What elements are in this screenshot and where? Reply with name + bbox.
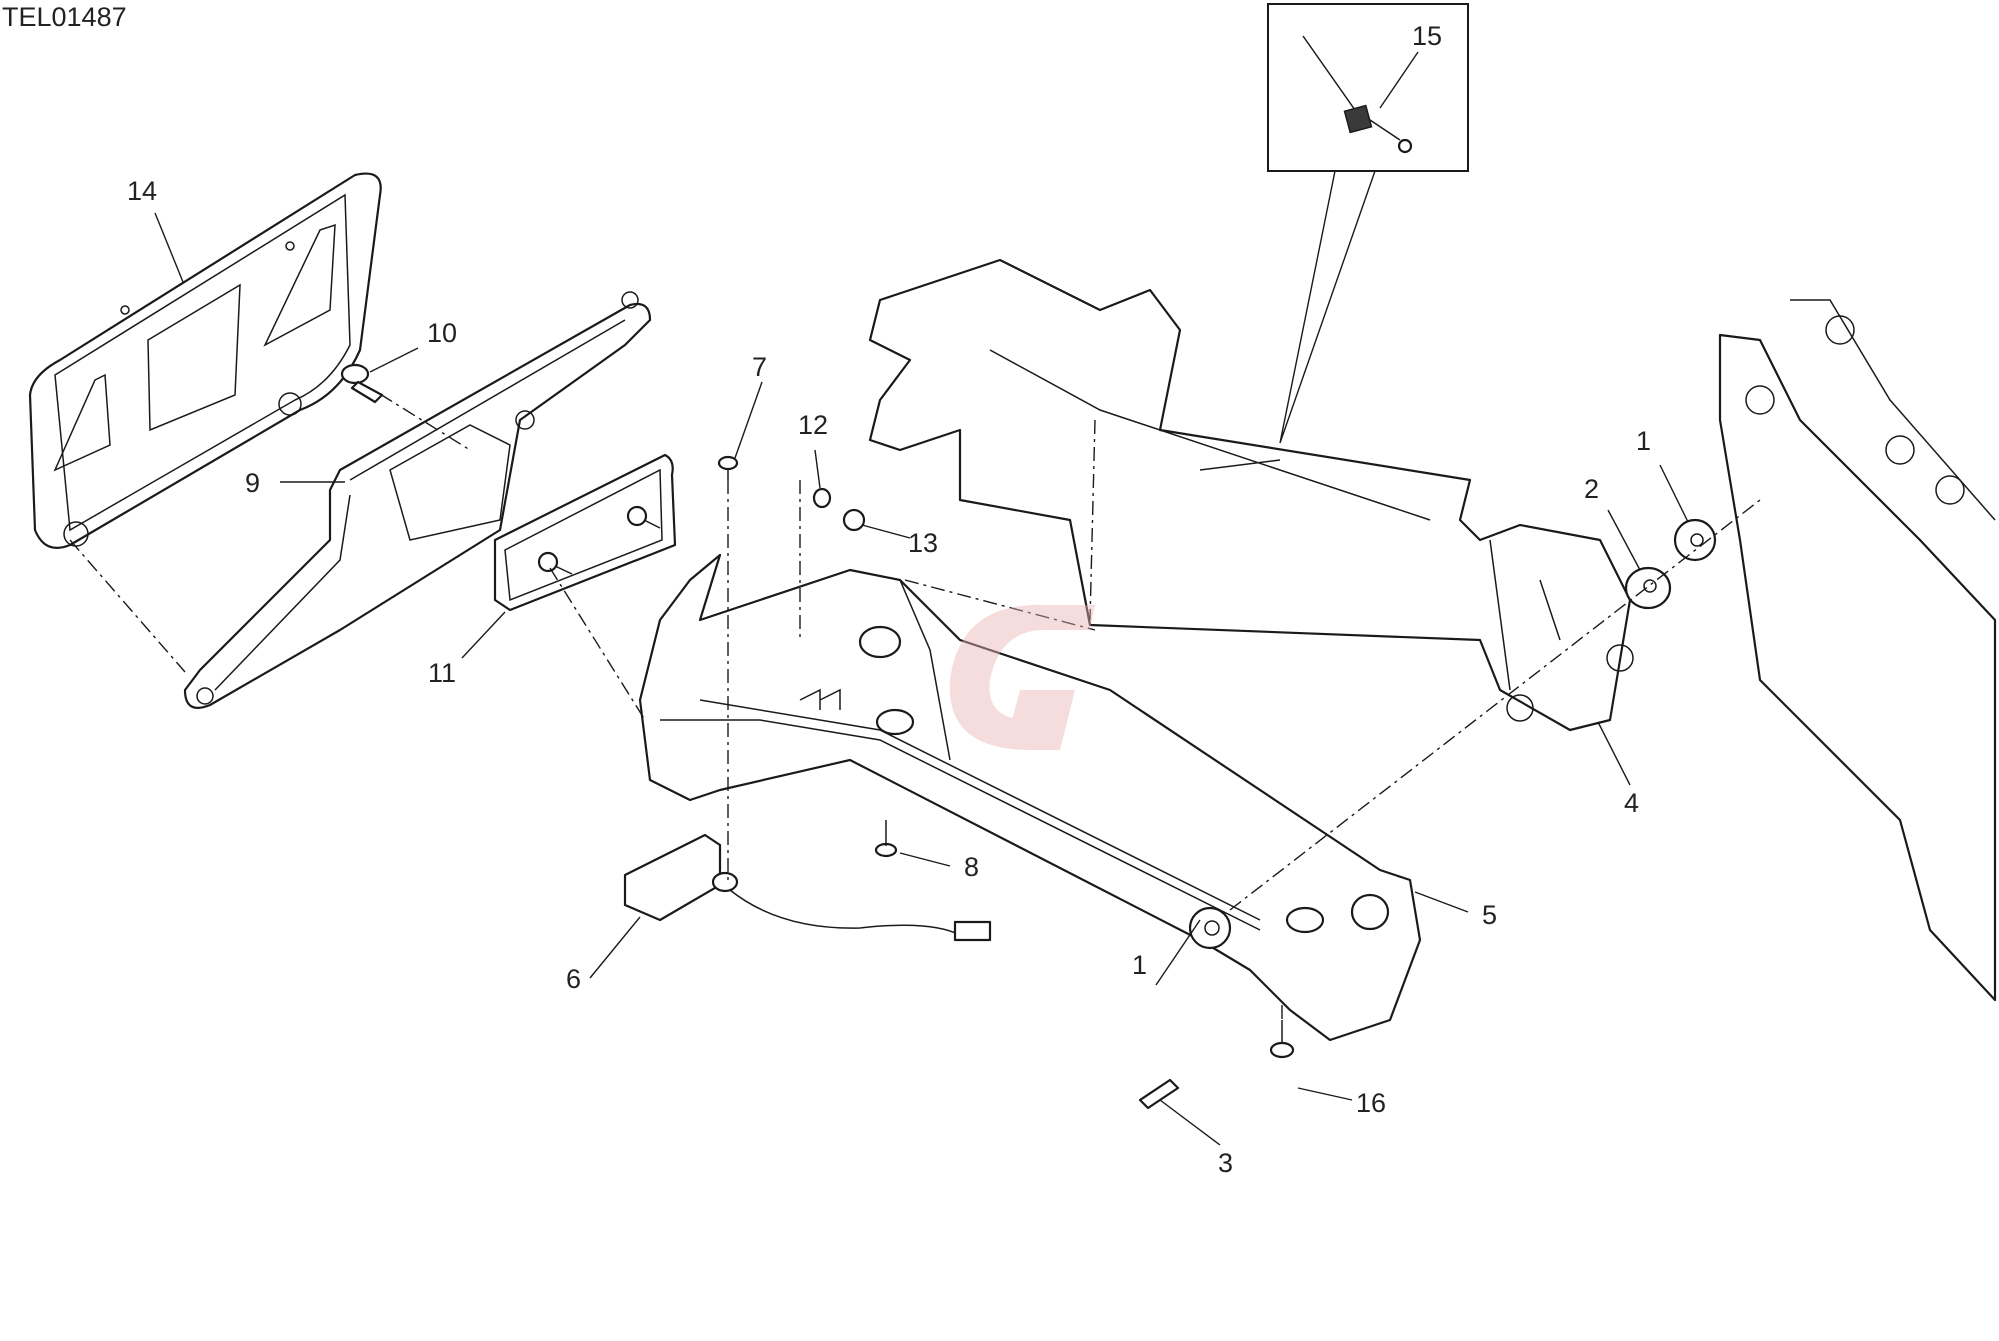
callout-14: 14 [127,176,157,206]
callout-1-upper: 1 [1636,426,1651,456]
part-7-screw [717,455,739,480]
callout-9: 9 [245,468,260,498]
part-13-nut [842,508,866,532]
callout-16: 16 [1356,1088,1386,1118]
callout-4: 4 [1624,788,1639,818]
assembly-lines [69,393,1761,1020]
callout-15: 15 [1412,21,1442,51]
callout-6: 6 [566,964,581,994]
callout-3: 3 [1218,1148,1233,1178]
callout-leaders [154,212,1689,1146]
callout-2: 2 [1584,474,1599,504]
callout-10: 10 [427,318,457,348]
callout-7: 7 [752,352,767,382]
part-12-washer [812,487,832,509]
side-frame-rail [1718,299,1997,1002]
callout-13: 13 [908,528,938,558]
part-10-screw [340,347,419,404]
part-3-screw [1138,1078,1180,1110]
callout-5: 5 [1482,900,1497,930]
part-16-screw [1269,1020,1295,1059]
detail-box-15 [1267,3,1469,444]
callout-labels: 1 1 2 3 4 5 6 7 8 9 10 11 12 13 14 15 16 [127,21,1651,1178]
part-1-washer-lower [1188,906,1232,950]
drawing-code: TEL01487 [2,2,127,32]
callout-1-lower: 1 [1132,950,1147,980]
callout-8: 8 [964,852,979,882]
callout-11: 11 [428,658,456,688]
part-9-bracket [183,291,652,709]
callout-12: 12 [798,410,828,440]
part-14-plate-holder [28,172,382,549]
part-11-reflector [493,453,677,612]
g-logo-watermark [949,604,1095,750]
part-8-screw [874,820,898,858]
part-4-tail-bracket [868,258,1634,732]
part-1-washer-upper [1673,518,1717,562]
part-6-license-light [623,833,992,942]
